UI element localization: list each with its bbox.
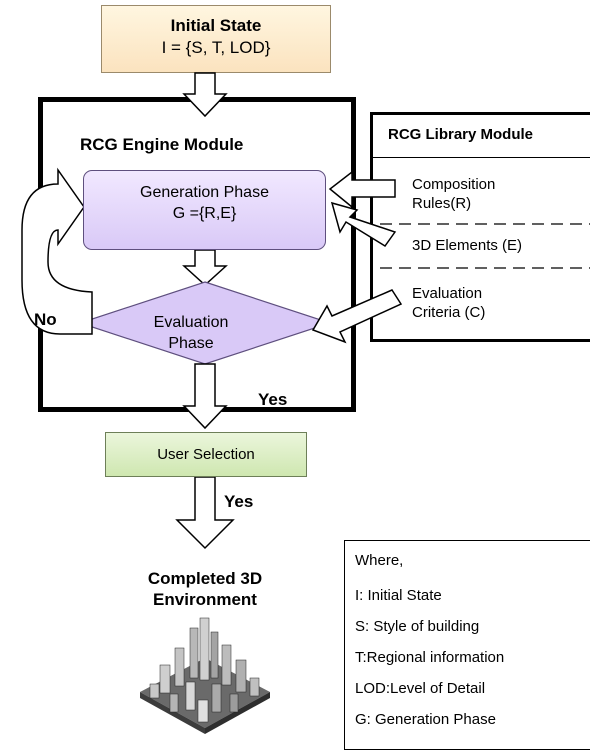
library-item-criteria: Evaluation Criteria (C) [412, 284, 485, 322]
legend-item: LOD:Level of Detail [355, 680, 486, 697]
legend-item: S: Style of building [355, 618, 480, 635]
initial-state-box: Initial State I = {S, T, LOD} [101, 5, 331, 73]
yes-engine-label: Yes [258, 390, 288, 409]
generation-phase-title: Generation Phase [140, 184, 269, 201]
legend-box [344, 540, 590, 750]
completed-environment-label: Completed 3D Environment [100, 568, 310, 610]
library-item-criteria-line2: Criteria (C) [412, 304, 486, 321]
legend-item: I: Initial State [355, 587, 442, 604]
library-item-elements-line1: 3D Elements (E) [412, 237, 523, 254]
completed-line1: Completed 3D [147, 569, 263, 588]
engine-module-title: RCG Engine Module [80, 135, 244, 154]
generation-phase-box: Generation Phase G ={R,E} [83, 170, 326, 250]
library-item-composition-line2: Rules(R) [412, 195, 472, 212]
evaluation-phase-line1: Evaluation [153, 314, 229, 331]
arrow-initial-to-engine [182, 72, 228, 118]
arrow-generation-to-evaluation [182, 249, 228, 287]
yes-user-label: Yes [224, 492, 254, 511]
evaluation-phase-label: Evaluation Phase [136, 312, 246, 354]
legend-item: T:Regional information [355, 649, 505, 666]
user-selection-box: User Selection [105, 432, 307, 477]
arrow-criteria-to-evaluation [311, 289, 403, 344]
evaluation-phase-line2: Phase [168, 335, 214, 352]
library-item-composition: Composition Rules(R) [412, 175, 495, 213]
city-model-image [140, 617, 270, 734]
library-module-title: RCG Library Module [370, 112, 590, 158]
library-item-composition-line1: Composition [412, 176, 496, 193]
library-item-criteria-line1: Evaluation [412, 285, 483, 302]
completed-line2: Environment [153, 590, 257, 609]
arrow-user-to-completed [175, 476, 235, 550]
arrow-rules-to-generation [328, 170, 396, 209]
initial-state-formula: I = {S, T, LOD} [161, 38, 271, 57]
arrow-elements-to-generation [330, 201, 397, 248]
no-loop-arrow [21, 167, 93, 335]
legend-item: G: Generation Phase [355, 711, 496, 728]
no-label: No [34, 310, 57, 329]
arrow-evaluation-to-user [182, 363, 228, 430]
generation-phase-formula: G ={R,E} [172, 205, 237, 222]
library-item-elements: 3D Elements (E) [412, 236, 522, 255]
initial-state-title: Initial State [170, 16, 262, 35]
legend-heading: Where, [355, 552, 404, 569]
